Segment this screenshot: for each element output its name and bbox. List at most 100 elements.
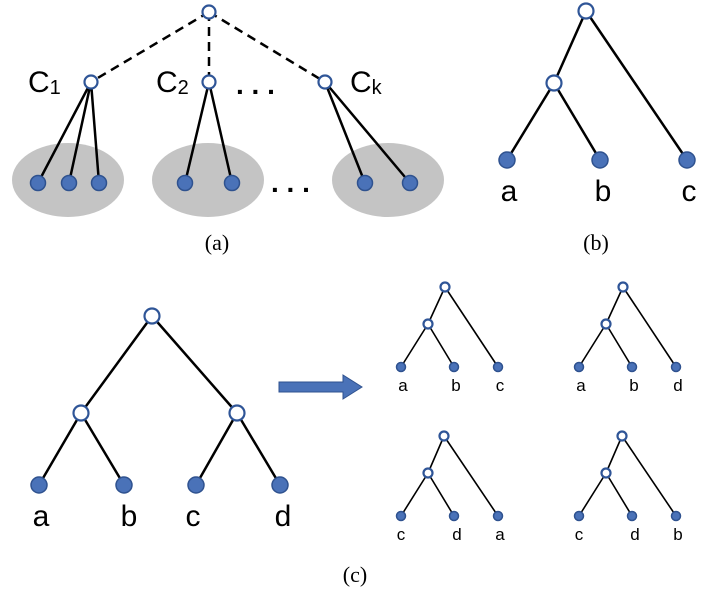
leaf-node	[448, 510, 460, 522]
leaf-node-a	[30, 476, 48, 494]
inner-node	[600, 318, 612, 330]
cluster-label-c2: C2	[156, 66, 189, 99]
edge	[605, 286, 624, 325]
leaf-node-c	[678, 151, 696, 169]
root-edge-ck	[208, 10, 326, 84]
edge-ck-leaf1	[323, 80, 367, 185]
edge-c2-leaf2	[207, 80, 234, 185]
cluster-subscript-ck: k	[372, 77, 383, 99]
leaf-node	[223, 174, 241, 192]
leaf-node-b	[591, 151, 609, 169]
leaf-label-b: b	[121, 500, 138, 533]
edge	[443, 435, 499, 517]
edge	[427, 286, 446, 325]
edge	[621, 435, 677, 517]
leaf-label: b	[673, 525, 682, 544]
cluster-blob-2	[152, 143, 264, 217]
leaf-node	[176, 174, 194, 192]
leaf-label: b	[629, 376, 638, 395]
edge-root-c	[584, 9, 689, 162]
leaf-label: c	[397, 525, 406, 544]
edge	[444, 286, 499, 368]
edge-c2-leaf1	[183, 80, 211, 185]
root-edge-c1	[90, 10, 210, 84]
edge-root-right	[150, 314, 239, 415]
leaf-node	[401, 174, 419, 192]
panel-c-tree: a b c d	[30, 307, 292, 533]
cluster-node-c1	[83, 74, 99, 90]
cluster-subscript-c2: 2	[178, 77, 189, 99]
leaf-node	[492, 510, 504, 522]
leaf-node	[573, 361, 585, 373]
panel-b: a b c (b)	[498, 2, 697, 255]
leaf-label: d	[452, 525, 461, 544]
leaf-node	[395, 361, 407, 373]
cluster-subscript-c1: 1	[50, 77, 61, 99]
edge-left-a	[37, 411, 83, 487]
edge	[605, 435, 623, 474]
leaf-label-d: d	[275, 500, 292, 533]
root-node	[617, 281, 629, 293]
inner-node	[545, 74, 563, 92]
panel-c-subtree-2: a b d	[573, 281, 683, 395]
leaf-node	[448, 361, 460, 373]
cluster-node-c2	[201, 74, 217, 90]
inner-node	[600, 467, 612, 479]
edge	[427, 323, 455, 368]
leaf-label-b: b	[595, 175, 612, 208]
root-node	[439, 281, 451, 293]
inner-node	[422, 467, 434, 479]
edge	[578, 323, 607, 368]
root-node	[577, 2, 595, 20]
caption-b: (b)	[583, 230, 609, 255]
panel-a: C1 C2 Ck . . . . . . (a)	[12, 4, 444, 255]
leaf-label: c	[496, 376, 505, 395]
panel-c-subtree-4: c d b	[573, 430, 683, 544]
edge	[400, 323, 429, 368]
leaf-label-c: c	[682, 175, 697, 208]
inner-node	[422, 318, 434, 330]
leaf-node	[573, 510, 585, 522]
leaf-node	[29, 174, 47, 192]
edge-c1-leaf1	[36, 80, 93, 185]
leaf-node-b	[115, 476, 133, 494]
inner-node-left	[72, 404, 90, 422]
panel-c-subtree-1: a b c	[395, 281, 505, 395]
right-arrow-icon	[278, 374, 363, 400]
leaf-node-a	[498, 151, 516, 169]
root-node	[438, 430, 450, 442]
leaf-node	[670, 510, 682, 522]
edge	[605, 472, 633, 517]
cluster-blob-k	[332, 143, 444, 217]
leaf-label: c	[575, 525, 584, 544]
edge-right-c	[194, 411, 239, 487]
leaf-node	[626, 361, 638, 373]
caption-a: (a)	[205, 230, 229, 255]
leaf-label-a: a	[501, 175, 518, 208]
caption-c: (c)	[343, 562, 367, 587]
leaf-node-c	[187, 476, 205, 494]
leaf-node	[670, 361, 682, 373]
leaf-node	[356, 174, 374, 192]
edge	[622, 286, 677, 368]
cluster-label-c1: C1	[28, 66, 61, 99]
edge-root-left	[79, 314, 154, 415]
edge-root-left	[552, 9, 588, 85]
edge	[400, 472, 429, 517]
root-node	[616, 430, 628, 442]
cluster-label-ck: Ck	[350, 66, 383, 99]
ellipsis-bottom: . . .	[271, 167, 310, 198]
edge-ck-leaf2	[323, 80, 412, 185]
leaf-node	[90, 174, 108, 192]
edge-left-b	[79, 411, 126, 487]
leaf-label: a	[576, 376, 586, 395]
edge-right-d	[235, 411, 282, 487]
edge-inner-a	[505, 81, 556, 162]
edge-c1-leaf3	[89, 80, 101, 185]
ellipsis-top: . . .	[236, 69, 275, 100]
leaf-label-a: a	[33, 500, 50, 533]
leaf-node	[395, 510, 407, 522]
edge-c1-leaf2	[67, 80, 93, 185]
